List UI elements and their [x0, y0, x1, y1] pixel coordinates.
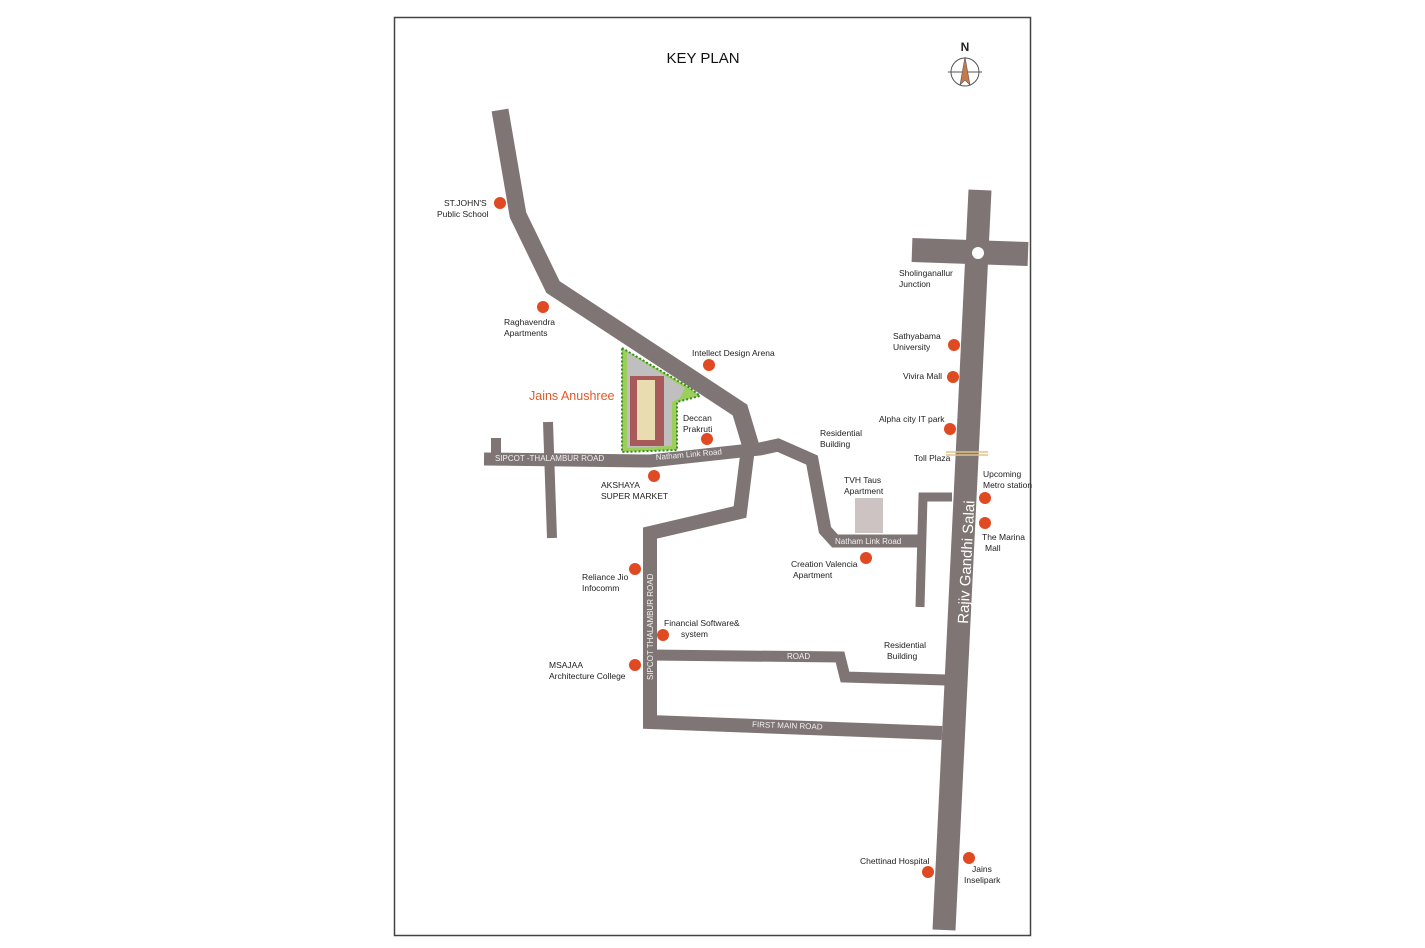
map-title: KEY PLAN: [666, 50, 739, 67]
poi-label: TVH Taus: [844, 475, 881, 485]
poi-label: Residential: [884, 640, 926, 650]
poi-label: Building: [887, 651, 918, 661]
road-natham-link: [483, 438, 926, 548]
poi-label: Prakruti: [683, 424, 712, 434]
road-label: ROAD: [787, 652, 810, 661]
poi-marker-akshaya[interactable]: [648, 470, 660, 482]
poi-label: Intellect Design Arena: [692, 348, 775, 358]
poi-label: Creation Valencia: [791, 559, 858, 569]
poi-label: Deccan: [683, 413, 712, 423]
poi-label: Architecture College: [549, 671, 626, 681]
poi-label: Metro station: [983, 480, 1032, 490]
road-rajiv-gandhi-salai: [932, 189, 992, 931]
poi-label: Residential: [820, 428, 862, 438]
road-label: SIPCOT THALAMBUR ROAD: [646, 573, 655, 680]
poi-label: Sholinganallur: [899, 268, 953, 278]
poi-label: SUPER MARKET: [601, 491, 668, 501]
poi-marker-deccan[interactable]: [701, 433, 713, 445]
road-north: [491, 108, 761, 453]
poi-label: AKSHAYA: [601, 480, 640, 490]
road-label: Natham Link Road: [835, 537, 901, 546]
tvh-taus-building[interactable]: [855, 498, 883, 533]
poi-marker-msajaa[interactable]: [629, 659, 641, 671]
poi-label: Jains: [972, 864, 992, 874]
roads: [483, 108, 1029, 931]
poi-label: Public School: [437, 209, 489, 219]
poi-label: Junction: [899, 279, 931, 289]
road-side: [915, 492, 952, 608]
poi-marker-marina[interactable]: [979, 517, 991, 529]
poi-label: The Marina: [982, 532, 1025, 542]
poi-label: Apartments: [504, 328, 547, 338]
poi-marker-creation[interactable]: [860, 552, 872, 564]
poi-markers: [494, 197, 991, 878]
poi-marker-reliance[interactable]: [629, 563, 641, 575]
poi-marker-intellect[interactable]: [703, 359, 715, 371]
poi-label: Chettinad Hospital: [860, 856, 930, 866]
road-label: FIRST MAIN ROAD: [752, 720, 823, 731]
poi-label: Raghavendra: [504, 317, 555, 327]
poi-marker-financial[interactable]: [657, 629, 669, 641]
poi-label: Apartment: [844, 486, 884, 496]
poi-label: system: [681, 629, 708, 639]
road-road: [649, 649, 947, 686]
road-label-rajiv: Rajiv Gandhi Salai: [955, 500, 978, 624]
poi-marker-jains-inselipark[interactable]: [963, 852, 975, 864]
north-compass-icon: N: [948, 40, 982, 87]
poi-label: Apartment: [793, 570, 833, 580]
road-stub: [543, 421, 557, 539]
junction-circle: [972, 247, 984, 259]
poi-label: Reliance Jio: [582, 572, 629, 582]
poi-label: Inselipark: [964, 875, 1001, 885]
poi-label: Sathyabama: [893, 331, 941, 341]
svg-text:N: N: [961, 40, 970, 54]
poi-label: Toll Plaza: [914, 453, 951, 463]
road-label: SIPCOT -THALAMBUR ROAD: [495, 454, 604, 463]
poi-label: Building: [820, 439, 851, 449]
poi-marker-raghavendra[interactable]: [537, 301, 549, 313]
poi-label: ST.JOHN'S: [444, 198, 487, 208]
map-border: [393, 16, 1032, 937]
poi-marker-chettinad[interactable]: [922, 866, 934, 878]
poi-label: Upcoming: [983, 469, 1022, 479]
poi-label: MSAJAA: [549, 660, 583, 670]
poi-marker-alpha[interactable]: [944, 423, 956, 435]
poi-marker-vivira[interactable]: [947, 371, 959, 383]
poi-label: Infocomm: [582, 583, 619, 593]
road-sipcot-thalambur: [643, 447, 943, 740]
poi-label: Mall: [985, 543, 1001, 553]
poi-label: University: [893, 342, 931, 352]
poi-label: Vivira Mall: [903, 371, 942, 381]
poi-label: Alpha city IT park: [879, 414, 945, 424]
poi-marker-stjohns[interactable]: [494, 197, 506, 209]
poi-labels: ST.JOHN'S Public School Raghavendra Apar…: [437, 198, 1032, 885]
poi-label: Financial Software&: [664, 618, 740, 628]
project-site-jains-anushree[interactable]: [621, 346, 703, 454]
poi-marker-metro[interactable]: [979, 492, 991, 504]
project-name-label: Jains Anushree: [529, 389, 615, 403]
poi-marker-sathyabama[interactable]: [948, 339, 960, 351]
